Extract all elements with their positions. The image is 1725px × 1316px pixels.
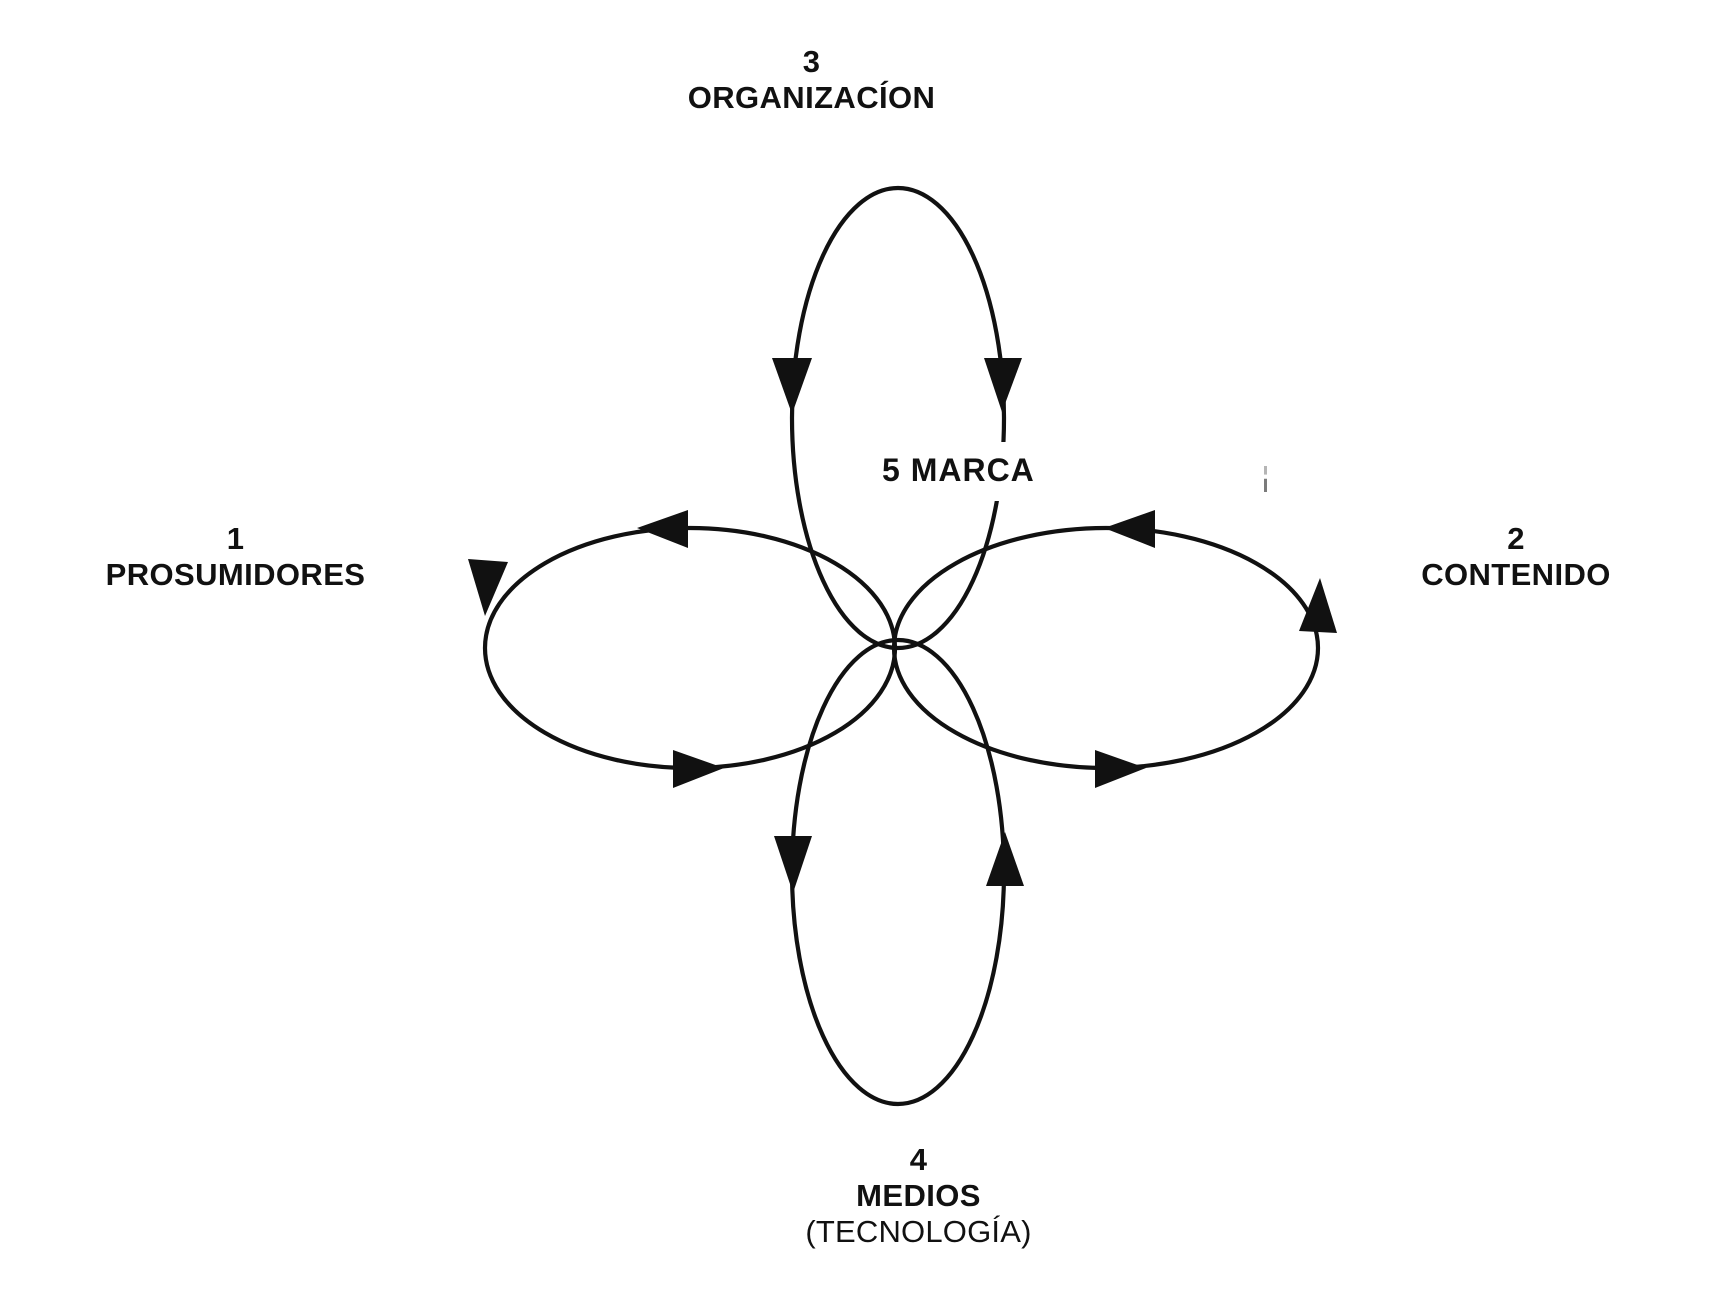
- node-number-medios: 4: [909, 1142, 928, 1177]
- arrowhead-left-bottom-right: [673, 750, 724, 788]
- arrowhead-top-left-down: [772, 358, 812, 414]
- node-name-prosumidores: PROSUMIDORES: [105, 556, 366, 592]
- node-label-marca: 5 MARCA: [820, 442, 1240, 502]
- node-label-prosumidores: 1 PROSUMIDORES: [32, 505, 439, 613]
- node-number-contenido: 2: [1507, 521, 1525, 556]
- loop-bottom: [789, 637, 1007, 1107]
- node-label-contenido: 2 CONTENIDO: [1336, 505, 1696, 613]
- node-name-medios: MEDIOS: [856, 1177, 981, 1213]
- arrowhead-right-bottom-right: [1095, 750, 1146, 788]
- arrowhead-bottom-right-up: [986, 832, 1024, 886]
- arrowhead-bottom-left-down: [774, 836, 812, 893]
- scan-artifact-speck: [1264, 466, 1267, 492]
- node-name-marca: 5 MARCA: [882, 452, 1035, 488]
- loop-left: [482, 525, 898, 771]
- node-name-organizacion: ORGANIZACÍON: [687, 79, 936, 115]
- node-label-medios: 4 MEDIOS (TECNOLOGÍA): [632, 1128, 1205, 1266]
- arrowhead-left-top-left: [637, 510, 688, 548]
- arrowhead-left-outer-down: [468, 559, 508, 616]
- node-number-organizacion: 3: [802, 44, 821, 79]
- arrowhead-right-outer-up: [1299, 578, 1337, 633]
- arrowhead-top-right-up: [984, 358, 1022, 412]
- arrowhead-right-top-left: [1104, 510, 1155, 548]
- node-number-prosumidores: 1: [226, 521, 245, 556]
- node-sublabel-medios: (TECNOLOGÍA): [805, 1213, 1032, 1249]
- loop-top: [789, 185, 1007, 651]
- node-name-contenido: CONTENIDO: [1421, 556, 1611, 592]
- node-label-organizacion: 3 ORGANIZACÍON: [563, 30, 1060, 134]
- loop-right: [891, 525, 1321, 771]
